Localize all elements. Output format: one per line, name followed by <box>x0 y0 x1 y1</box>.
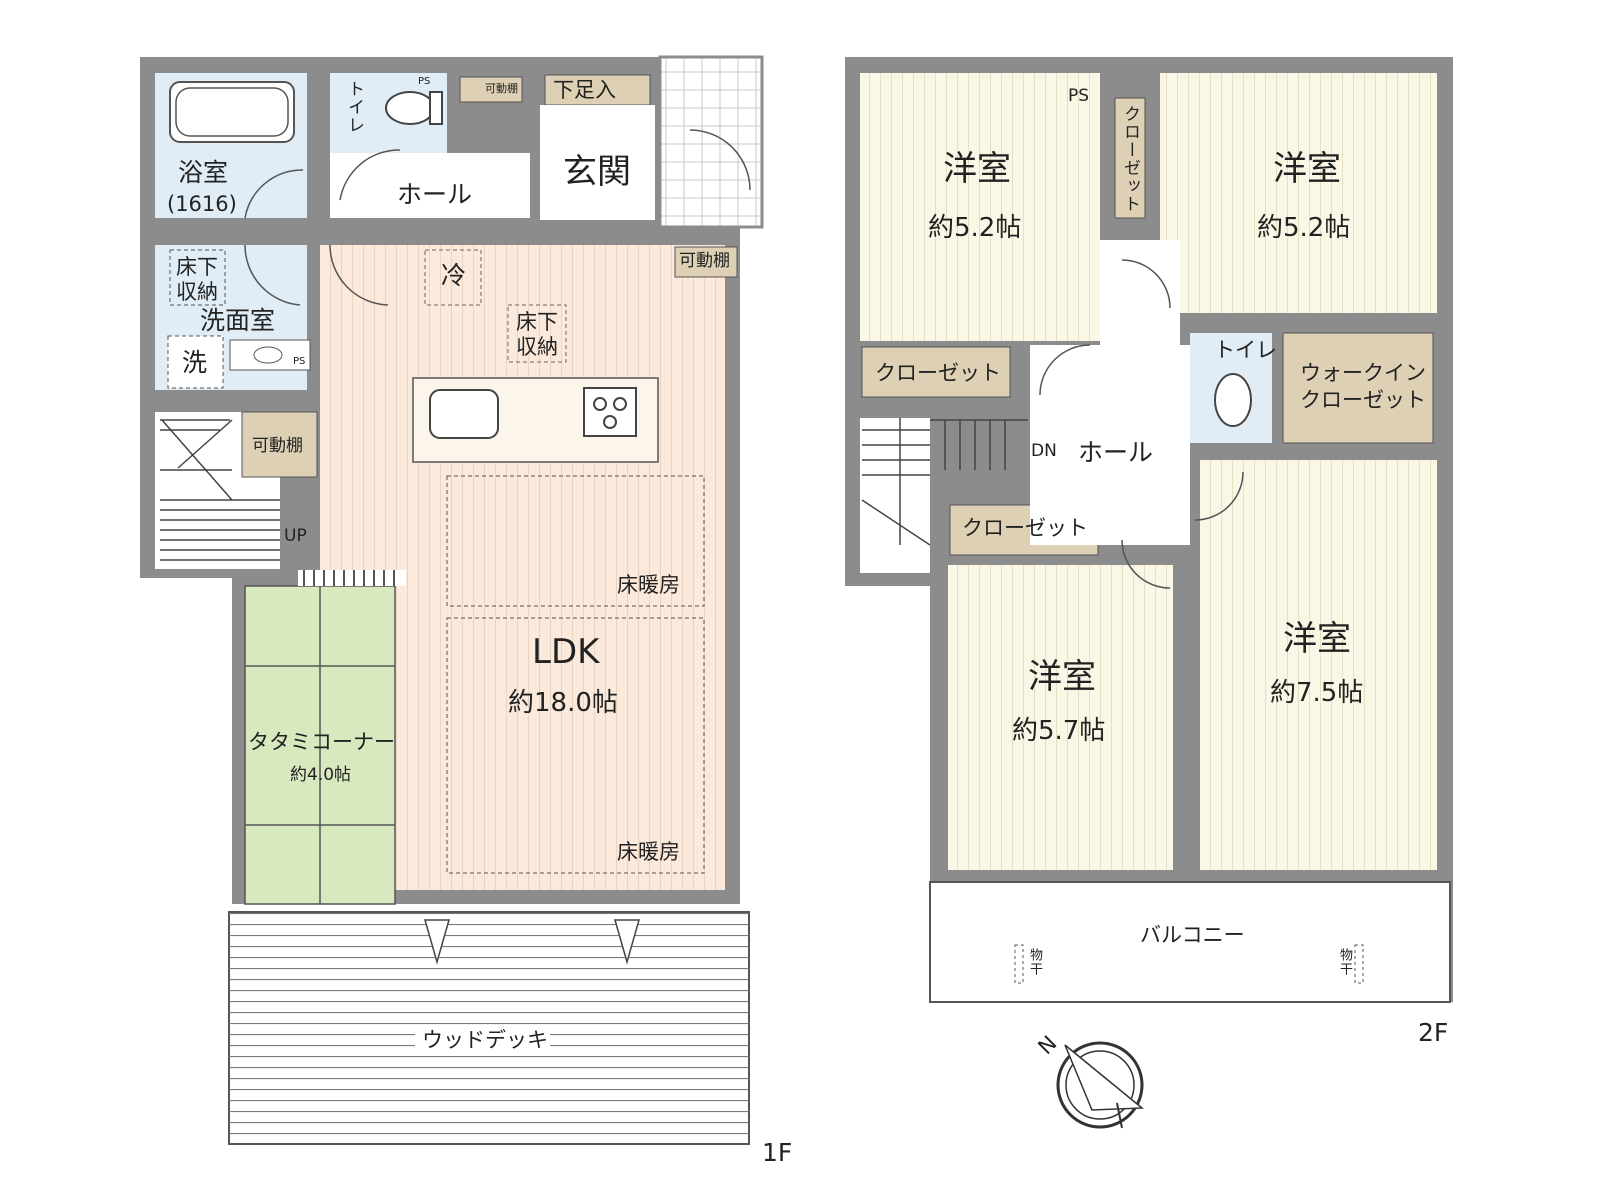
label-underfloor-1: 床下 収納 <box>176 255 218 305</box>
label-wood-deck: ウッドデッキ <box>422 1028 548 1052</box>
label-ps-wash: PS <box>293 356 306 367</box>
floor-1f <box>140 55 764 1145</box>
label-dn: DN <box>1031 441 1057 461</box>
label-hall-1f: ホール <box>397 180 473 209</box>
label-shelf-stair: 可動棚 <box>252 436 303 456</box>
label-washer: 洗 <box>182 348 208 377</box>
label-floor-1f: 1F <box>762 1138 793 1167</box>
label-room-a-area: 約5.2帖 <box>928 213 1022 243</box>
label-closet-vertical: クローゼット <box>1120 105 1140 213</box>
label-entrance: 玄関 <box>563 152 631 192</box>
label-ps-1f: PS <box>418 76 431 87</box>
label-closet-c: クローゼット <box>962 516 1088 540</box>
label-hall-2f: ホール <box>1078 438 1154 467</box>
label-room-d-area: 約7.5帖 <box>1270 678 1364 708</box>
label-floor-2f: 2F <box>1418 1018 1449 1047</box>
label-tatami-area: 約4.0帖 <box>290 765 352 785</box>
label-room-d: 洋室 <box>1283 619 1351 659</box>
label-room-c-area: 約5.7帖 <box>1012 716 1106 746</box>
label-floor-heat-2: 床暖房 <box>617 840 680 864</box>
label-toilet-1f: トイレ <box>344 80 364 134</box>
label-shelf-small: 可動棚 <box>485 82 518 95</box>
label-up: UP <box>284 526 307 546</box>
label-room-b-area: 約5.2帖 <box>1257 213 1351 243</box>
label-ps-2f: PS <box>1068 86 1090 106</box>
label-floor-heat-1: 床暖房 <box>617 573 680 597</box>
label-bath: 浴室 <box>178 158 229 187</box>
label-shoe-cabinet: 下足入 <box>553 78 616 102</box>
label-ldk-area: 約18.0帖 <box>508 688 618 718</box>
label-walk-in-closet: ウォークイン クローゼット <box>1300 361 1426 413</box>
label-room-a: 洋室 <box>943 149 1011 189</box>
label-toilet-2f: トイレ <box>1214 338 1277 362</box>
label-washroom: 洗面室 <box>200 306 276 335</box>
label-underfloor-2: 床下 収納 <box>516 310 558 360</box>
label-drying-2: 物干 <box>1337 948 1352 976</box>
label-room-c: 洋室 <box>1028 657 1096 697</box>
floor-2f <box>845 57 1453 1003</box>
compass-icon <box>1056 1041 1145 1129</box>
label-bath-size: (1616) <box>167 192 237 216</box>
label-balcony: バルコニー <box>1140 923 1245 947</box>
label-shelf-kitchen: 可動棚 <box>679 251 730 271</box>
label-fridge: 冷 <box>441 261 467 290</box>
label-drying-1: 物干 <box>1027 948 1042 976</box>
label-room-b: 洋室 <box>1273 149 1341 189</box>
label-ldk: LDK <box>532 632 600 672</box>
label-tatami: タタミコーナー <box>248 730 395 754</box>
label-closet-a: クローゼット <box>875 361 1001 385</box>
